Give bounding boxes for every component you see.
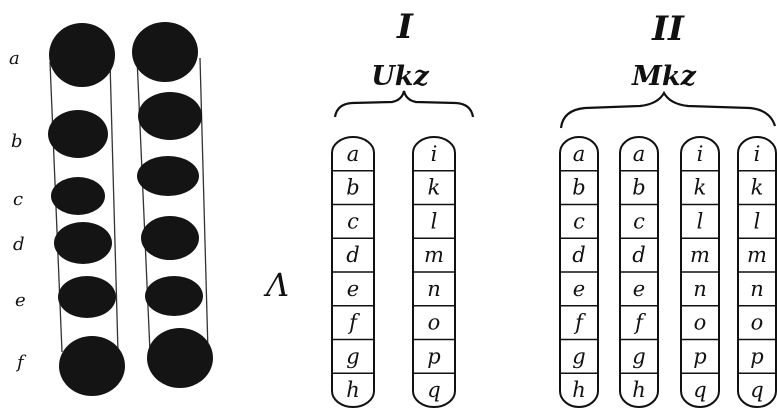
group-1-brace [333, 90, 475, 118]
segment-letter: h [346, 378, 360, 402]
segment-letter: e [573, 277, 585, 301]
bead-left-d [54, 222, 112, 264]
segment-letter: b [632, 176, 645, 200]
segment-letter: b [346, 176, 359, 200]
segment-letter: f [573, 311, 586, 335]
row-label: f [15, 352, 27, 373]
segment-letter: d [572, 243, 585, 267]
group-1-title: Ukz [371, 61, 429, 92]
segment-letter: c [633, 209, 645, 233]
segment-letter: n [427, 277, 441, 301]
bead-right-d [141, 216, 199, 260]
segment-letter: p [750, 344, 763, 368]
segment-letter: p [693, 344, 706, 368]
group-2-header: II Mkz [559, 9, 777, 129]
segment-letter: l [754, 209, 761, 233]
segment-letter: o [751, 311, 764, 335]
segment-letter: a [347, 142, 360, 166]
segment-letter: k [694, 176, 707, 200]
segment-letter: q [427, 378, 440, 402]
segment-letter: e [347, 277, 359, 301]
segment-letter: m [690, 243, 710, 267]
row-labels: a b c d e f [9, 48, 27, 373]
segment-letter: l [431, 209, 438, 233]
segment-letter: g [572, 344, 585, 368]
segment-letter: n [750, 277, 764, 301]
segment-letter: m [747, 243, 767, 267]
segment-letter: i [697, 142, 704, 166]
group-1-header: I Ukz [333, 7, 475, 118]
segment-columns: abcdefghiklmnopqabcdefghabcdefghiklmnopq… [331, 136, 777, 408]
group-2-title: Mkz [631, 61, 697, 92]
segment-letter: k [428, 176, 441, 200]
segment-letter: h [632, 378, 646, 402]
chromosome-pair: a b c d e f [9, 22, 213, 396]
bead-left-f [59, 336, 125, 396]
segment-letter: o [694, 311, 707, 335]
segment-letter: q [693, 378, 706, 402]
right-strand [132, 22, 213, 388]
segment-letter: g [346, 344, 359, 368]
segment-letter: k [751, 176, 764, 200]
segment-letter: q [750, 378, 763, 402]
group-1-numeral: I [396, 7, 414, 47]
segment-letter: e [633, 277, 645, 301]
segment-letter: a [573, 142, 586, 166]
bead-left-b [48, 110, 108, 158]
group-2-numeral: II [651, 9, 685, 49]
row-label: c [13, 189, 23, 210]
segment-letter: f [347, 311, 360, 335]
segment-letter: c [573, 209, 585, 233]
bead-right-f [147, 328, 213, 388]
segment-letter: c [347, 209, 359, 233]
bead-right-b [138, 92, 202, 140]
segment-letter: f [633, 311, 646, 335]
segment-letter: i [754, 142, 761, 166]
row-label: e [15, 290, 26, 311]
bead-left-e [58, 276, 116, 318]
segment-letter: n [693, 277, 707, 301]
segment-letter: o [428, 311, 441, 335]
segment-letter: a [633, 142, 646, 166]
segment-letter: i [431, 142, 438, 166]
segment-letter: g [632, 344, 645, 368]
row-label: d [13, 234, 25, 255]
row-label: a [9, 48, 20, 69]
bead-left-a [49, 23, 115, 87]
segment-letter: h [572, 378, 586, 402]
row-label: b [11, 131, 23, 152]
bead-left-c [51, 177, 105, 215]
segment-letter: l [697, 209, 704, 233]
segment-letter: b [572, 176, 585, 200]
segment-letter: d [346, 243, 359, 267]
bead-right-a [132, 22, 198, 82]
side-label: Λ [263, 266, 289, 304]
left-strand [48, 23, 125, 396]
group-2-brace [559, 90, 777, 129]
segment-letter: m [424, 243, 444, 267]
segment-letter: d [632, 243, 645, 267]
bead-right-e [145, 276, 203, 316]
bead-right-c [137, 156, 199, 196]
segment-letter: p [427, 344, 440, 368]
